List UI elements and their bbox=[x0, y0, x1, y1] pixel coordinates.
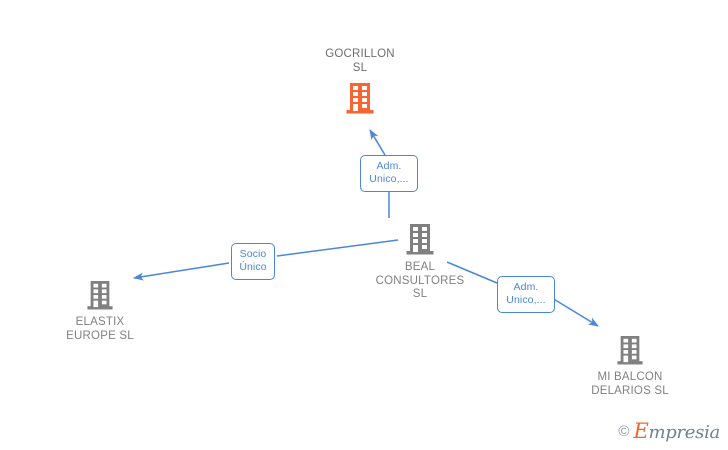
edge-label-adm-unico-mibalcon[interactable]: Adm. Unico,... bbox=[497, 276, 555, 313]
edge-label-adm-unico-gocrillon[interactable]: Adm. Unico,... bbox=[360, 155, 418, 192]
empresia-watermark: © Empresia bbox=[618, 421, 720, 442]
edge-label-socio-unico-elastix[interactable]: Socio Único bbox=[231, 243, 275, 280]
building-icon bbox=[346, 83, 374, 114]
node-label-gocrillon: GOCRILLON SL bbox=[325, 48, 395, 74]
building-icon bbox=[617, 336, 643, 365]
empresia-logo: Empresia bbox=[633, 421, 720, 442]
empresia-logo-initial: E bbox=[633, 419, 649, 443]
node-label-mibalcon: MI BALCON DELARIOS SL bbox=[591, 371, 669, 397]
graph-node-gocrillon[interactable]: GOCRILLON SL bbox=[285, 48, 435, 115]
building-icon bbox=[406, 224, 434, 255]
graph-node-elastix[interactable]: ELASTIX EUROPE SL bbox=[25, 279, 175, 343]
graph-node-beal[interactable]: BEAL CONSULTORES SL bbox=[345, 222, 495, 302]
building-icon bbox=[87, 281, 113, 310]
graph-node-mibalcon[interactable]: MI BALCON DELARIOS SL bbox=[555, 334, 705, 398]
node-label-beal: BEAL CONSULTORES SL bbox=[375, 261, 465, 300]
copyright-icon: © bbox=[618, 423, 630, 440]
empresia-logo-text: mpresia bbox=[648, 422, 721, 443]
node-label-elastix: ELASTIX EUROPE SL bbox=[66, 316, 134, 342]
